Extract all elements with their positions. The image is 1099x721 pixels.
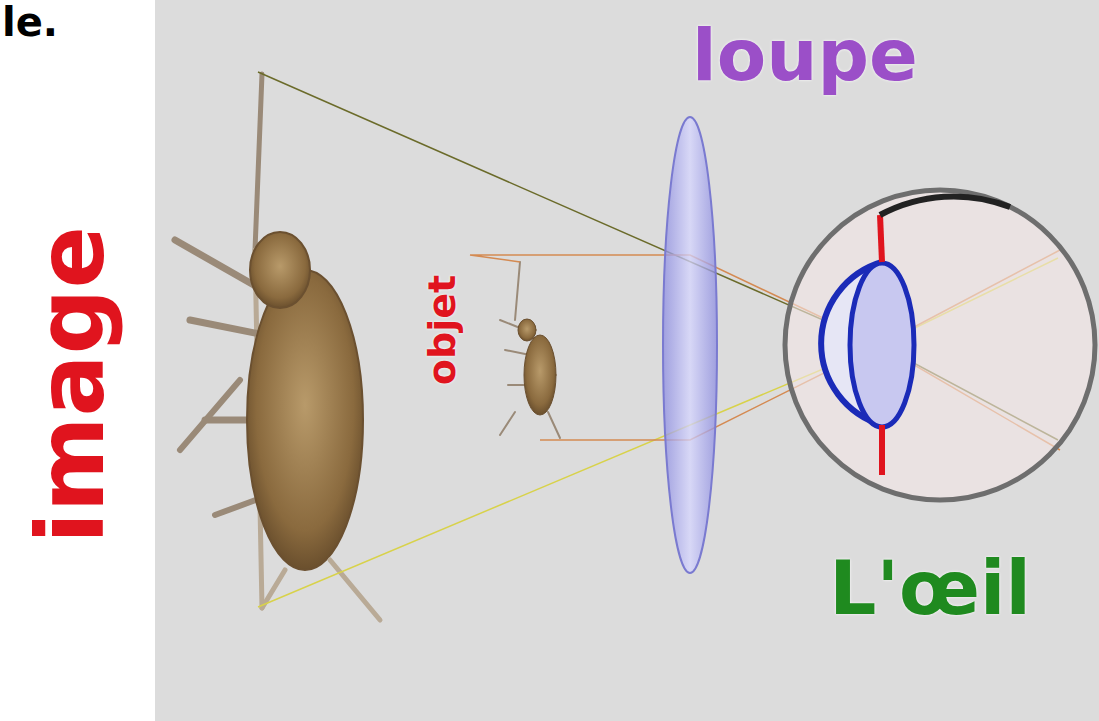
- eye-label-holder: L'œil: [829, 551, 1031, 625]
- image-label: image: [26, 226, 118, 544]
- object-label-holder: objet: [423, 275, 461, 385]
- magnifier-label: loupe: [692, 19, 918, 91]
- image-label-holder: image: [26, 226, 118, 544]
- page-fragment-holder: le.: [2, 2, 58, 42]
- object-insect: [500, 262, 560, 438]
- eye-label: L'œil: [829, 551, 1031, 625]
- eye-symbol: [785, 190, 1095, 500]
- magnifier-label-holder: loupe: [692, 19, 918, 91]
- background-panel: [155, 0, 1099, 721]
- magnifier-lens: [663, 117, 717, 573]
- page-fragment: le.: [2, 2, 58, 42]
- object-label: objet: [423, 275, 461, 385]
- image-insect: [175, 74, 380, 620]
